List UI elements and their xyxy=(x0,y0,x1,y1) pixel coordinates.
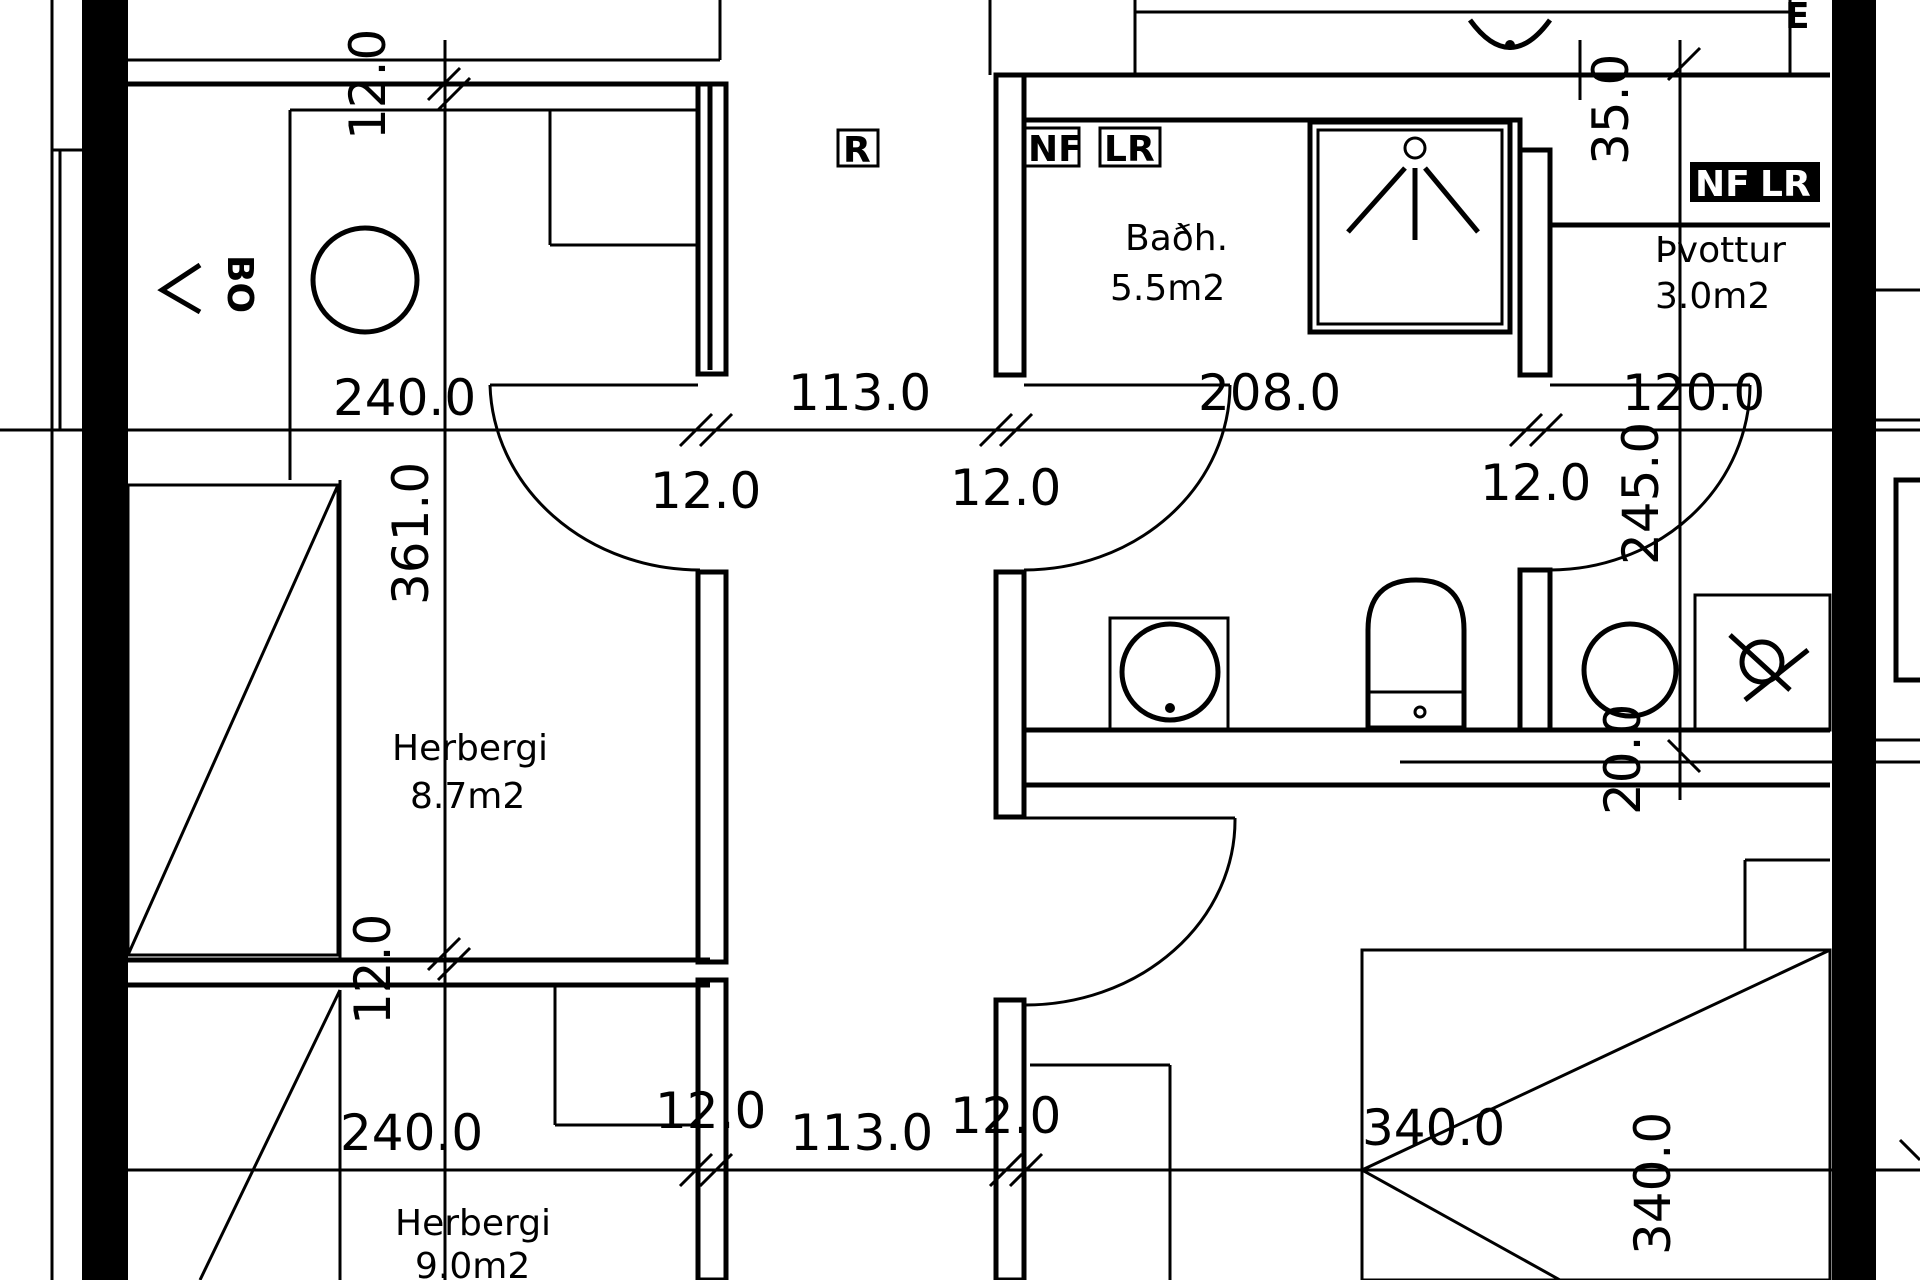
room1-fixture xyxy=(310,225,420,335)
laundry-tags: NF LR xyxy=(1690,162,1820,205)
wall-corridor-right-upper xyxy=(993,72,1027,378)
right-edge-details xyxy=(1876,288,1920,1162)
room2-area: 9.0m2 xyxy=(415,1246,530,1280)
dim-wall-laundry: 12.0 xyxy=(1480,454,1591,512)
wardrobe-diagonals xyxy=(126,483,1832,1280)
dim-laundry-width: 120.0 xyxy=(1622,364,1765,422)
dim-room2-width: 240.0 xyxy=(340,1104,483,1162)
dim-corridor-top: 113.0 xyxy=(788,364,931,422)
dryer xyxy=(1693,593,1832,732)
entry-label: BO xyxy=(219,255,260,313)
laundry-name: Þvottur xyxy=(1655,230,1786,271)
bath-tag-lr: LR xyxy=(1104,129,1155,170)
top-fixtures xyxy=(128,0,1792,75)
exterior-wall-right xyxy=(1832,0,1876,1280)
laundry-area: 3.0m2 xyxy=(1655,276,1770,317)
sink xyxy=(1108,616,1230,732)
dim-laundry-top: 35.0 xyxy=(1582,54,1640,165)
room1-name: Herbergi xyxy=(392,728,548,769)
bath-tags: NF LR xyxy=(1023,126,1162,170)
bath-name: Baðh. xyxy=(1125,218,1228,259)
left-window xyxy=(50,0,128,1280)
corridor-tag: R xyxy=(843,130,871,171)
dim-corridor-bottom: 113.0 xyxy=(790,1104,933,1162)
dim-wall-right-top: 12.0 xyxy=(950,459,1061,517)
dim-wall-right-bottom: 12.0 xyxy=(950,1087,1061,1145)
dim-room1-width: 240.0 xyxy=(333,369,476,427)
bath-area: 5.5m2 xyxy=(1110,268,1225,309)
laundry-tag-lr: LR xyxy=(1760,164,1811,205)
dim-laundry-height: 245.0 xyxy=(1612,422,1670,565)
dim-bath-width: 208.0 xyxy=(1198,364,1341,422)
dim-mid-left-vertical: 12.0 xyxy=(344,914,402,1025)
dim-wall-left-top: 12.0 xyxy=(650,462,761,520)
dim-living-width: 340.0 xyxy=(1362,1099,1505,1157)
wall-corridor-left-mid xyxy=(695,569,729,965)
room2-name: Herbergi xyxy=(395,1203,551,1244)
entry-arrow-icon xyxy=(157,262,202,315)
bathroom-fixtures xyxy=(1108,119,1832,732)
dim-laundry-bottom: 20.0 xyxy=(1594,704,1652,815)
wall-corridor-right-mid xyxy=(993,569,1027,820)
door-swings xyxy=(488,383,1752,1007)
washer xyxy=(1581,621,1679,719)
dim-room1-height: 361.0 xyxy=(382,462,440,605)
laundry-tag-nf: NF xyxy=(1695,164,1750,205)
dim-living-height: 340.0 xyxy=(1624,1112,1682,1255)
wall-corridor-left-lower xyxy=(695,977,729,1280)
wall-corridor-left-upper xyxy=(695,81,729,377)
shower xyxy=(1307,119,1513,335)
toilet xyxy=(1365,577,1467,731)
dim-top-left-vertical: 12.0 xyxy=(339,29,397,140)
bath-tag-nf: NF xyxy=(1028,129,1083,170)
dim-wall-left-bottom: 12.0 xyxy=(655,1082,766,1140)
room1-area: 8.7m2 xyxy=(410,776,525,817)
wall-corridor-right-lower xyxy=(993,997,1027,1280)
top-right-label: E xyxy=(1785,0,1810,37)
